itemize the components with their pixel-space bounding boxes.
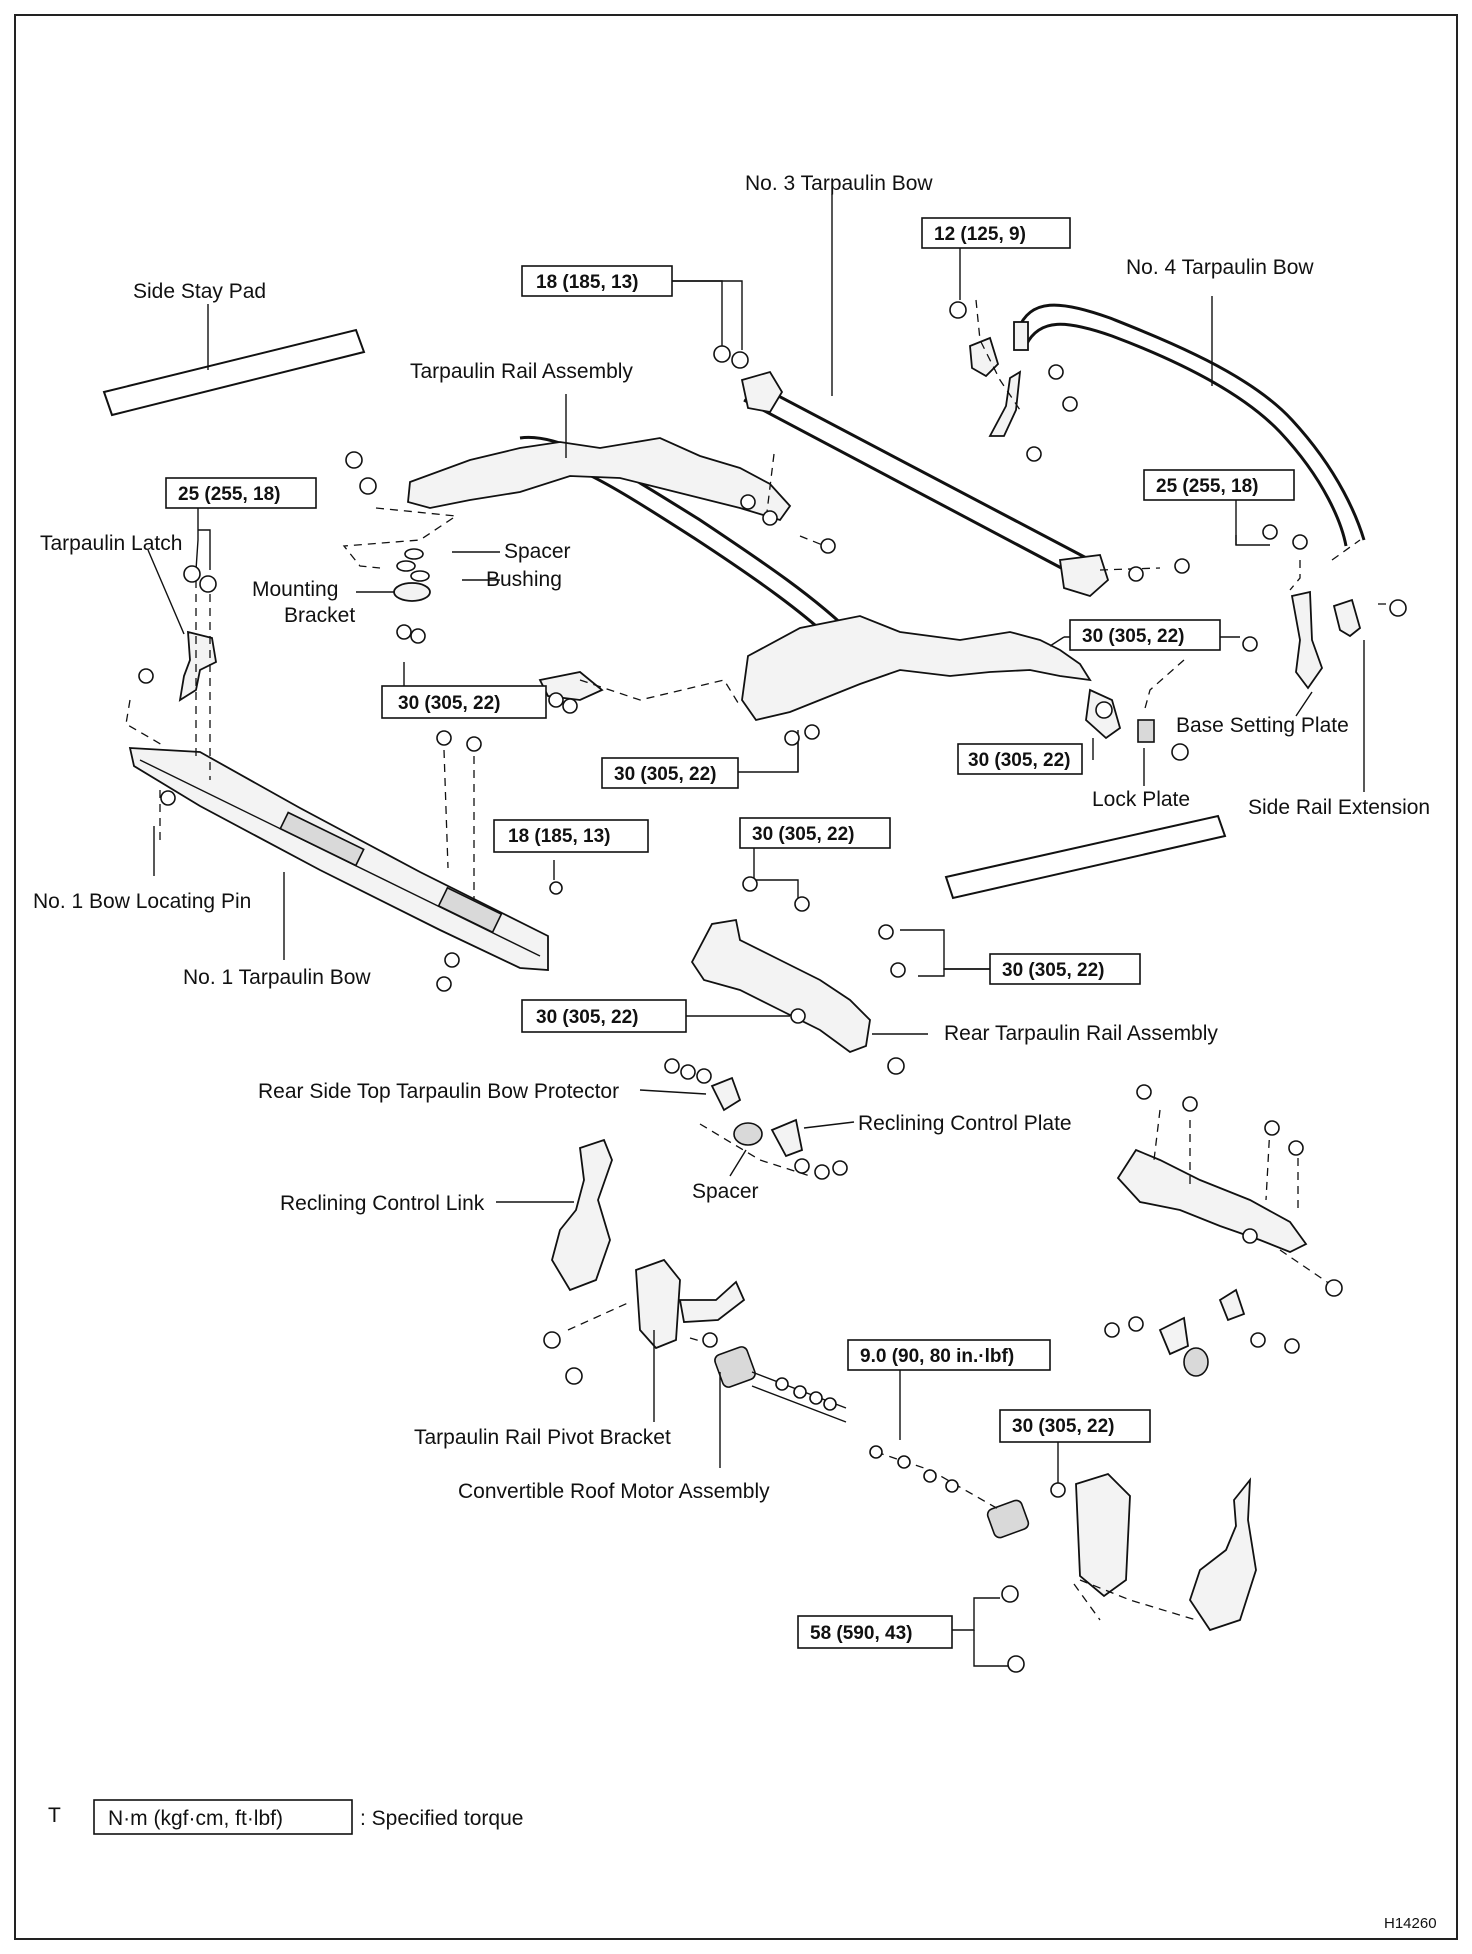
label-lock-plate: Lock Plate: [1092, 788, 1190, 811]
torque-box-12: 12 (125, 9): [921, 217, 1071, 249]
label-tarpaulin-rail-assembly: Tarpaulin Rail Assembly: [410, 360, 633, 383]
svg-text:30 (305, 22): 30 (305, 22): [614, 764, 716, 785]
legend-unit: N·m (kgf·cm, ft·lbf): [108, 1807, 283, 1830]
no3-tarpaulin-bow: [740, 370, 1110, 598]
svg-text:30 (305, 22): 30 (305, 22): [752, 824, 854, 845]
torque-box-30-rear-right: 30 (305, 22): [989, 953, 1141, 985]
label-tarpaulin-latch: Tarpaulin Latch: [40, 532, 182, 555]
reclining-control-plate: [770, 1118, 1189, 1356]
label-no1-tarpaulin-bow: No. 1 Tarpaulin Bow: [183, 966, 371, 989]
bow-protector: [710, 1076, 1246, 1322]
part-labels: No. 3 Tarpaulin Bow No. 4 Tarpaulin Bow …: [33, 172, 1430, 1503]
tarpaulin-rail-assembly: [407, 435, 1155, 743]
label-side-stay-pad: Side Stay Pad: [133, 280, 266, 303]
label-no1-bow-locating-pin: No. 1 Bow Locating Pin: [33, 890, 251, 913]
label-tarpaulin-rail-pivot-bracket: Tarpaulin Rail Pivot Bracket: [414, 1426, 671, 1449]
base-setting-plate: [1290, 590, 1324, 690]
figure-code: H14260: [1384, 1915, 1437, 1932]
label-bushing: Bushing: [486, 568, 562, 591]
svg-text:18 (185, 13): 18 (185, 13): [536, 272, 638, 293]
label-no4-tarpaulin-bow: No. 4 Tarpaulin Bow: [1126, 256, 1314, 279]
torque-box-18-mid: 18 (185, 13): [493, 819, 649, 853]
torque-box-30-mid: 30 (305, 22): [601, 757, 739, 789]
side-stay-pad-right: [944, 814, 1227, 900]
label-reclining-control-link: Reclining Control Link: [280, 1192, 485, 1215]
rear-tarpaulin-rail-assembly: [690, 918, 871, 1054]
no1-tarpaulin-bow: [128, 747, 549, 971]
reclining-control-link: [551, 1138, 1257, 1632]
label-spacer-bottom: Spacer: [692, 1180, 759, 1203]
no4-tarpaulin-bow: [1013, 303, 1366, 547]
label-bow-protector: Rear Side Top Tarpaulin Bow Protector: [258, 1080, 619, 1103]
no3-bow-bracket: [969, 336, 1022, 437]
svg-text:9.0 (90, 80 in.·lbf): 9.0 (90, 80 in.·lbf): [860, 1346, 1014, 1367]
rear-tarpaulin-rail-assembly-right: [1116, 1148, 1308, 1253]
svg-text:58 (590, 43): 58 (590, 43): [810, 1623, 912, 1644]
torque-box-30-left: 30 (305, 22): [381, 685, 547, 719]
leader-lines: [147, 194, 1365, 1667]
side-rail-extension: [1332, 598, 1362, 638]
torque-specs: 12 (125, 9) 18 (185, 13) 25 (255, 18) 25…: [165, 217, 1295, 1649]
label-bracket: Bracket: [284, 604, 355, 627]
torque-box-30-right: 30 (305, 22): [1069, 619, 1221, 651]
svg-text:30 (305, 22): 30 (305, 22): [398, 693, 500, 714]
svg-text:30 (305, 22): 30 (305, 22): [968, 750, 1070, 771]
svg-text:30 (305, 22): 30 (305, 22): [1002, 960, 1104, 981]
torque-box-58: 58 (590, 43): [797, 1615, 953, 1649]
label-rear-tarpaulin-rail-assembly: Rear Tarpaulin Rail Assembly: [944, 1022, 1218, 1045]
label-convertible-roof-motor-assembly: Convertible Roof Motor Assembly: [458, 1480, 770, 1503]
svg-text:18 (185, 13): 18 (185, 13): [508, 826, 610, 847]
svg-text:30 (305, 22): 30 (305, 22): [536, 1007, 638, 1028]
torque-box-18-top: 18 (185, 13): [521, 265, 673, 297]
tarpaulin-latch: [178, 630, 217, 702]
torque-box-25-left: 25 (255, 18): [165, 477, 317, 509]
svg-text:12 (125, 9): 12 (125, 9): [934, 224, 1026, 245]
svg-text:25 (255, 18): 25 (255, 18): [1156, 476, 1258, 497]
torque-box-30-lock: 30 (305, 22): [957, 743, 1083, 775]
torque-box-9: 9.0 (90, 80 in.·lbf): [847, 1339, 1051, 1371]
tarpaulin-rail-pivot-bracket: [635, 1258, 1131, 1598]
svg-text:30 (305, 22): 30 (305, 22): [1012, 1416, 1114, 1437]
legend: T N·m (kgf·cm, ft·lbf) : Specified torqu…: [48, 1799, 523, 1835]
label-side-rail-extension: Side Rail Extension: [1248, 796, 1430, 819]
torque-box-30-pivot: 30 (305, 22): [999, 1409, 1151, 1443]
label-spacer-top: Spacer: [504, 540, 571, 563]
legend-unit-box: [93, 1799, 353, 1835]
side-stay-pad-left: [102, 328, 366, 417]
svg-text:25 (255, 18): 25 (255, 18): [178, 484, 280, 505]
label-base-setting-plate: Base Setting Plate: [1176, 714, 1349, 737]
label-mounting: Mounting: [252, 578, 338, 601]
legend-symbol: T: [48, 1804, 61, 1827]
label-reclining-control-plate: Reclining Control Plate: [858, 1112, 1072, 1135]
svg-text:30 (305, 22): 30 (305, 22): [1082, 626, 1184, 647]
spacer-bottom: [733, 1122, 1209, 1377]
torque-box-30-rear-left: 30 (305, 22): [521, 999, 687, 1033]
label-no3-tarpaulin-bow: No. 3 Tarpaulin Bow: [745, 172, 933, 195]
diagram-frame: [14, 14, 1458, 1940]
assembly-dashes: [125, 299, 1386, 1621]
fasteners: [138, 301, 1407, 1673]
legend-text: : Specified torque: [360, 1807, 523, 1830]
torque-box-25-right: 25 (255, 18): [1143, 469, 1295, 501]
torque-box-30-rear-top: 30 (305, 22): [739, 817, 891, 849]
convertible-roof-motor-assembly: [714, 1346, 1030, 1539]
